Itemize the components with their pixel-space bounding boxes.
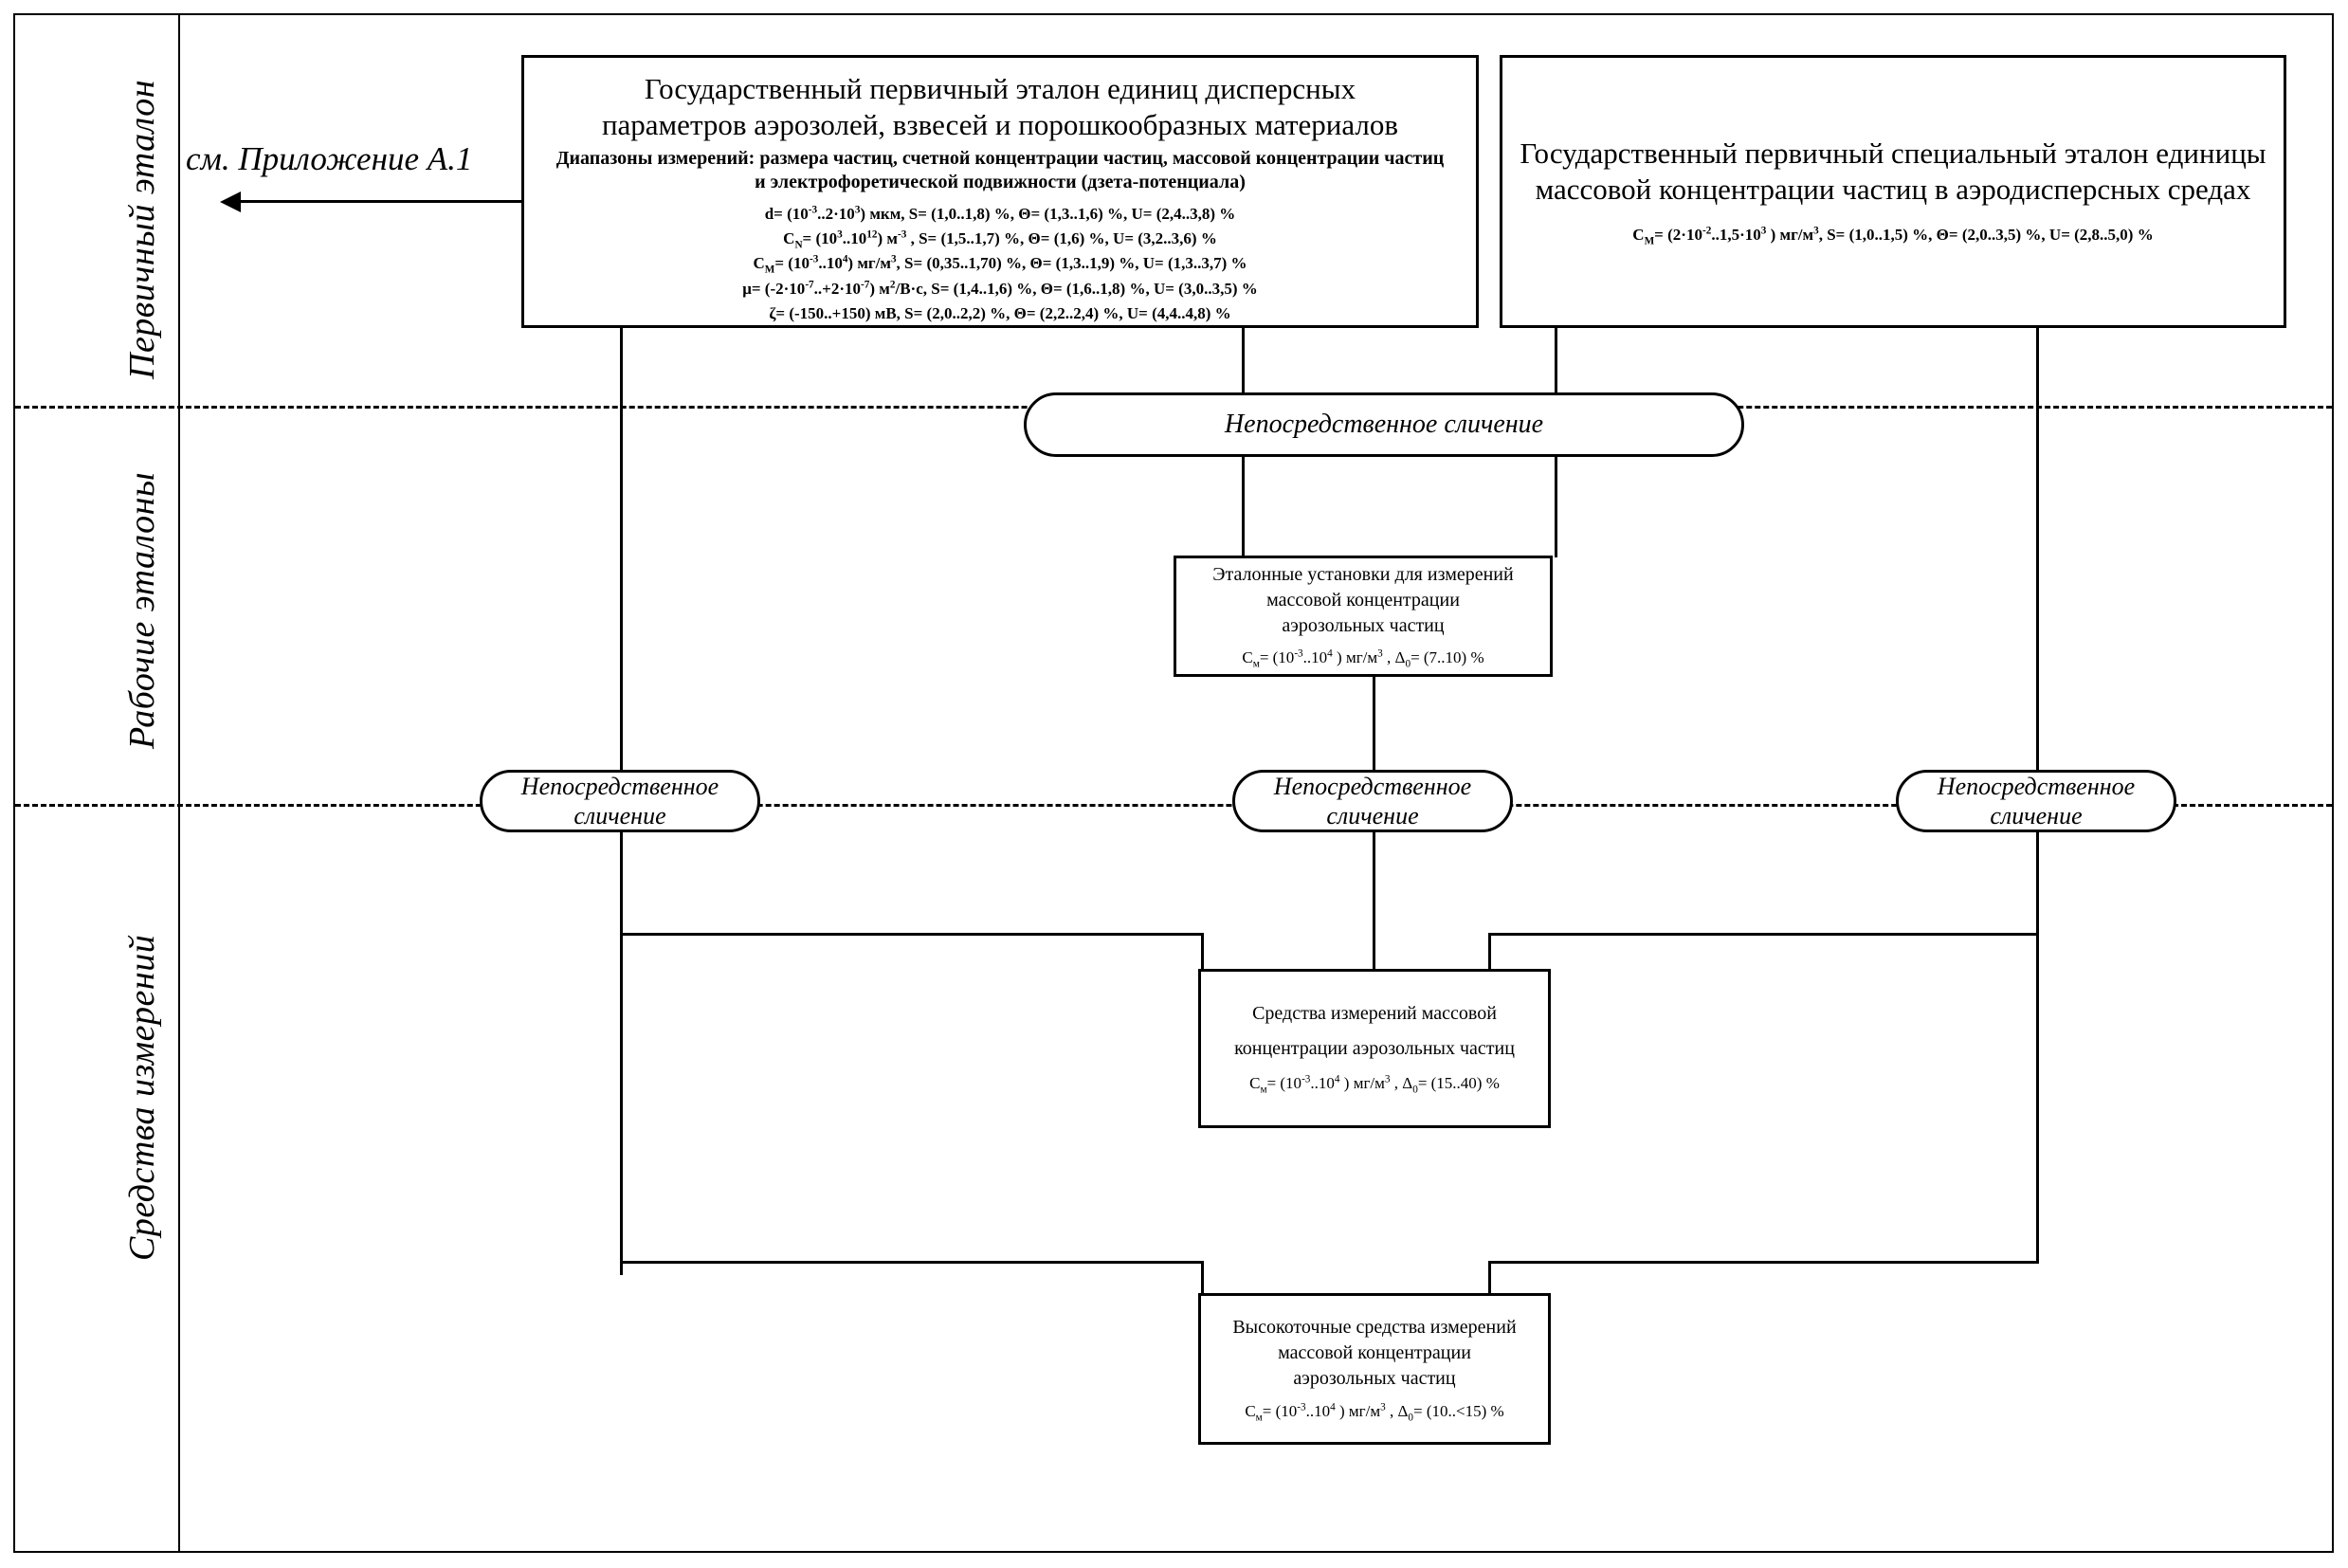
capsule-left-label-line2: сличение [573, 802, 666, 830]
primary-standard-sub-line1: Диапазоны измерений: размера частиц, сче… [555, 147, 1445, 169]
diagram-outer-frame [13, 13, 2334, 1553]
label-column-separator [178, 15, 180, 1551]
left-arrow-icon [220, 191, 241, 212]
reference-setups-line3: аэрозольных частиц [1282, 615, 1445, 637]
capsule-right-label-line1: Непосредственное [1937, 772, 2136, 800]
primary-standard-title-line2: параметров аэрозолей, взвесей и порошкоо… [601, 107, 1399, 141]
special-standard-title-line2: массовой концентрации частиц в аэродиспе… [1535, 172, 2251, 206]
capsule-direct-comparison-top[interactable]: Непосредственное сличение [1024, 392, 1744, 457]
connector-midcapsule-down [1373, 830, 1375, 969]
connector-capsule-to-setups-left [1242, 453, 1245, 557]
band-label-instruments: Средства измерений [122, 934, 162, 1261]
capsule-top-label: Непосредственное сличение [1224, 410, 1544, 440]
primary-standard-formula-zeta: ζ= (-150..+150) мВ, S= (2,0..2,2) %, Θ= … [769, 304, 1231, 322]
primary-standard-formula-d: d= (10-3..2·103) мкм, S= (1,0..1,8) %, Θ… [764, 203, 1236, 223]
primary-standard-sub-line2: и электрофоретической подвижности (дзета… [755, 171, 1246, 192]
capsule-direct-comparison-left[interactable]: Непосредственное сличение [480, 770, 760, 832]
measuring-instruments-line1: Средства измерений массовой [1252, 1003, 1497, 1025]
primary-standard-formula-mu: μ= (-2·10-7..+2·10-7) м2/В·с, S= (1,4..1… [742, 279, 1258, 298]
rail-right-lower [2036, 933, 2039, 1263]
primary-standard-title-line1: Государственный первичный эталон единиц … [644, 72, 1356, 105]
capsule-right-label-line2: сличение [1990, 802, 2083, 830]
bus-bottom-left-drop [1201, 1261, 1204, 1295]
measuring-instruments-formula: Cм= (10-3..104 ) мг/м3 , Δ0= (15..40) % [1249, 1073, 1500, 1096]
measuring-instruments-line2: концентрации аэрозольных частиц [1234, 1038, 1515, 1060]
primary-standard-formula-cm: CM= (10-3..104) мг/м3, S= (0,35..1,70) %… [753, 253, 1247, 276]
high-accuracy-line2: массовой концентрации [1278, 1341, 1471, 1363]
connector-setups-to-midcapsule [1373, 673, 1375, 779]
high-accuracy-formula: Cм= (10-3..104 ) мг/м3 , Δ0= (10..<15) % [1245, 1401, 1504, 1424]
connector-primary-to-capsule [1242, 327, 1245, 398]
connector-leftcapsule-down [620, 830, 623, 935]
bus-top-right [1488, 933, 2039, 936]
special-standard-formula: CM= (2·10-2..1,5·103 ) мг/м3, S= (1,0..1… [1632, 224, 2154, 247]
bus-bottom-right [1488, 1261, 2039, 1264]
appendix-arrow-line [228, 200, 523, 203]
box-reference-setups[interactable]: Эталонные установки для измерений массов… [1174, 556, 1553, 677]
connector-special-to-capsule [1555, 327, 1557, 398]
rail-left-lower [620, 933, 623, 1263]
high-accuracy-line1: Высокоточные средства измерений [1232, 1316, 1517, 1338]
capsule-mid-label-line2: сличение [1326, 802, 1419, 830]
connector-capsule-to-setups-right [1555, 453, 1557, 557]
bus-top-right-drop [1488, 933, 1491, 971]
reference-setups-formula: Cм= (10-3..104 ) мг/м3 , Δ0= (7..10) % [1242, 647, 1484, 670]
bus-top-left-drop [1201, 933, 1204, 971]
box-special-standard[interactable]: Государственный первичный специальный эт… [1500, 55, 2286, 328]
box-primary-standard[interactable]: Государственный первичный эталон единиц … [521, 55, 1479, 328]
band-label-working: Рабочие эталоны [122, 471, 162, 749]
connector-special-right-down [2036, 327, 2039, 787]
primary-standard-formula-cn: CN= (103..1012) м-3 , S= (1,5..1,7) %, Θ… [783, 228, 1217, 251]
box-measuring-instruments[interactable]: Средства измерений массовой концентрации… [1198, 969, 1551, 1128]
band-label-primary: Первичный эталон [122, 79, 162, 379]
capsule-mid-label-line1: Непосредственное [1273, 772, 1472, 800]
bus-bottom-left [620, 1261, 1204, 1264]
connector-rightcapsule-down [2036, 830, 2039, 935]
bus-top-left [620, 933, 1204, 936]
capsule-direct-comparison-mid[interactable]: Непосредственное сличение [1232, 770, 1513, 832]
band-separator-working-instruments [15, 804, 2332, 807]
bus-bottom-right-drop [1488, 1261, 1491, 1295]
capsule-left-label-line1: Непосредственное [520, 772, 719, 800]
box-high-accuracy-instruments[interactable]: Высокоточные средства измерений массовой… [1198, 1293, 1551, 1445]
reference-setups-line2: массовой концентрации [1266, 590, 1460, 611]
reference-setups-line1: Эталонные установки для измерений [1212, 564, 1514, 586]
appendix-annotation-label: см. Приложение А.1 [186, 140, 473, 177]
capsule-direct-comparison-right[interactable]: Непосредственное сличение [1896, 770, 2176, 832]
special-standard-title-line1: Государственный первичный специальный эт… [1520, 137, 2266, 171]
high-accuracy-line3: аэрозольных частиц [1293, 1367, 1456, 1389]
